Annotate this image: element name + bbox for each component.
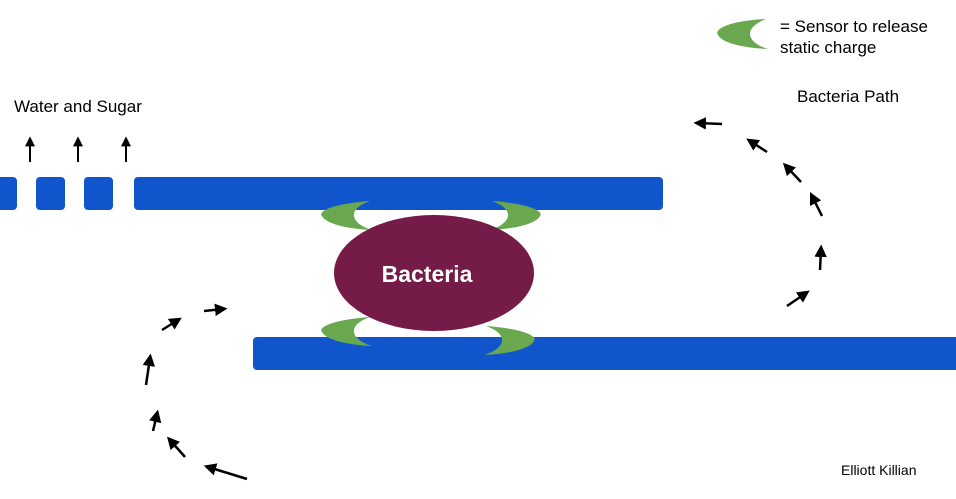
right-path-arrows bbox=[693, 117, 827, 308]
arrow-icon bbox=[203, 303, 228, 317]
sensor-legend-label: = Sensor to release static charge bbox=[780, 17, 928, 57]
arrow-icon bbox=[167, 436, 186, 458]
sensor-icon bbox=[490, 201, 541, 230]
sensors bbox=[321, 19, 768, 355]
water-and-sugar-label: Water and Sugar bbox=[14, 97, 142, 116]
arrow-icon bbox=[782, 162, 802, 183]
upper-membrane bbox=[0, 177, 663, 210]
arrow-icon bbox=[814, 244, 827, 271]
arrow-icon bbox=[149, 409, 162, 432]
author-label: Elliott Killian bbox=[841, 462, 917, 478]
arrow-icon bbox=[746, 138, 768, 154]
membrane-segment bbox=[134, 177, 663, 210]
membrane-segment bbox=[36, 177, 65, 210]
membrane-segment bbox=[0, 177, 17, 210]
bacteria-label: Bacteria bbox=[382, 261, 473, 287]
sensor-icon bbox=[321, 317, 372, 346]
arrow-icon bbox=[693, 117, 723, 130]
sensor-icon bbox=[484, 326, 535, 355]
legend-sensor-icon bbox=[717, 19, 768, 49]
lower-membrane bbox=[253, 337, 956, 370]
bacteria-path-label: Bacteria Path bbox=[797, 87, 900, 106]
arrow-icon bbox=[142, 353, 156, 386]
bacteria-cell bbox=[334, 215, 534, 331]
left-path-arrows bbox=[142, 303, 248, 481]
arrow-icon bbox=[809, 191, 824, 217]
membrane-segment bbox=[84, 177, 113, 210]
arrow-icon bbox=[203, 463, 248, 481]
arrow-icon bbox=[786, 290, 810, 308]
water-sugar-arrows bbox=[25, 136, 131, 162]
arrow-icon bbox=[161, 317, 182, 332]
sensor-icon bbox=[321, 201, 372, 230]
